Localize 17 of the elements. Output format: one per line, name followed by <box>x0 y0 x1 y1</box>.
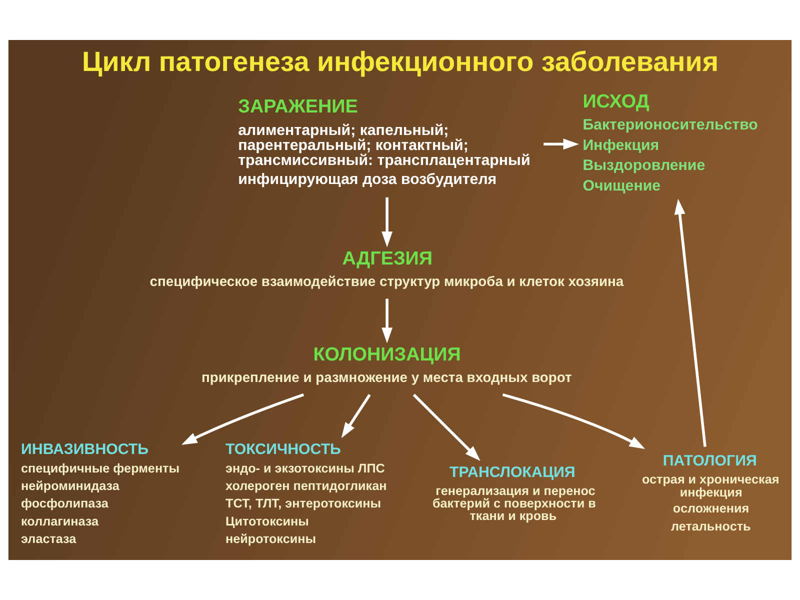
node-text: ПАТОЛОГИЯ острая и хроническая инфекция осложнения летальность <box>642 452 780 534</box>
arrow <box>502 393 646 450</box>
node-text: ИСХОД Бактерионосительство Инфекция Выздоровление Очищение <box>582 92 758 194</box>
arrow <box>412 394 480 462</box>
diagram-title: Цикл патогенеза инфекционного заболевания <box>82 46 719 78</box>
arrow <box>341 394 371 438</box>
arrow <box>674 198 706 447</box>
node-text: КОЛОНИЗАЦИЯ прикрепление и размножение у места входных ворот <box>202 344 572 385</box>
node-text: ТОКСИЧНОСТЬ эндо- и экзотоксины ЛПС холероген пептидогликан ТСТ, ТЛТ, энтеротоксины Цитотоксины нейротоксины <box>226 441 387 546</box>
arrow <box>382 298 393 344</box>
arrow <box>544 138 579 150</box>
node-text: ТРАНСЛОКАЦИЯ генерализация и перенос бактерий с поверхности в ткани и кровь <box>432 464 596 524</box>
node-text: ЗАРАЖЕНИЕ алиментарный; капельный; парентеральный; контактный; трансмиссивный: трансплацентарный инфицирующая доза возбудителя <box>238 96 530 188</box>
node-text: ИНВАЗИВНОСТЬ специфичные ферменты нейроминидаза фосфолипаза коллагиназа эластаза <box>21 441 180 546</box>
arrow <box>382 197 393 248</box>
arrow <box>181 393 304 445</box>
node-text: АДГЕЗИЯ специфическое взаимодействие структур микроба и клеток хозяина <box>150 248 624 289</box>
